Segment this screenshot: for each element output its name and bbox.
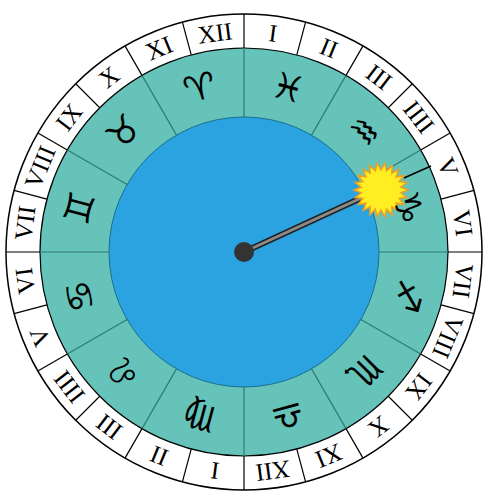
- divider-line: [421, 133, 450, 150]
- hour-dividers: [6, 14, 482, 490]
- divider-line: [125, 46, 142, 75]
- divider-line: [67, 150, 127, 185]
- divider-line: [14, 305, 47, 314]
- divider-line: [379, 251, 448, 252]
- divider-line: [448, 251, 482, 252]
- divider-line: [312, 75, 347, 135]
- zodiac-ring: [40, 48, 448, 456]
- sun-pointer: [404, 166, 431, 178]
- divider-line: [142, 369, 177, 429]
- hour-numeral: XII: [254, 456, 292, 485]
- hour-numeral: VII: [10, 204, 39, 242]
- divider-line: [388, 396, 412, 420]
- hour-numeral: VI: [449, 208, 477, 237]
- hand: [244, 193, 372, 252]
- zodiac-dividers: [40, 48, 448, 456]
- inner-disc: [109, 117, 379, 387]
- hour-numeral: VI: [11, 266, 39, 295]
- divider-line: [243, 456, 244, 490]
- divider-line: [346, 429, 363, 458]
- divider-line: [76, 84, 100, 108]
- divider-line: [243, 387, 244, 456]
- divider-line: [243, 48, 244, 117]
- divider-line: [182, 449, 191, 482]
- divider-line: [297, 449, 306, 482]
- divider-line: [182, 22, 191, 55]
- divider-line: [38, 354, 67, 371]
- divider-line: [67, 320, 127, 355]
- hand-pivot: [234, 242, 254, 262]
- hour-numeral: XII: [196, 18, 234, 47]
- divider-line: [312, 369, 347, 429]
- divider-line: [297, 22, 306, 55]
- divider-line: [441, 190, 474, 199]
- hand-outline: [244, 193, 372, 252]
- divider-line: [346, 46, 363, 75]
- hour-numeral: VII: [448, 262, 477, 300]
- divider-line: [361, 320, 421, 355]
- divider-line: [125, 429, 142, 458]
- divider-line: [6, 251, 40, 252]
- divider-line: [14, 190, 47, 199]
- divider-line: [40, 251, 109, 252]
- divider-line: [243, 14, 244, 48]
- hour-ring: [6, 14, 482, 490]
- divider-line: [142, 75, 177, 135]
